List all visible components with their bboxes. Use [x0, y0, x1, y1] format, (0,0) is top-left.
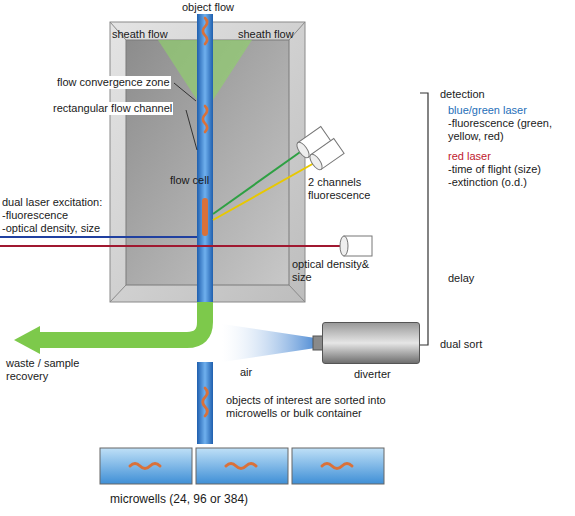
red-detector: [340, 236, 372, 256]
fluorescence-detector: [308, 152, 325, 171]
waste-arrow: [14, 326, 40, 354]
label: flow convergence zone: [56, 76, 171, 89]
label: sheath flow: [238, 28, 294, 41]
label: rectangular flow channel: [52, 102, 173, 115]
object: [203, 388, 208, 416]
node-label: flow cell: [170, 174, 209, 187]
leader-line: [186, 110, 197, 150]
flow-cell: flow cell: [126, 40, 289, 285]
label: -extinction (o.d.): [448, 176, 527, 189]
flow-cell-housing: [289, 285, 305, 302]
flow-cell-housing: [110, 285, 126, 302]
microwells: [100, 448, 192, 484]
flow-tube: [197, 362, 213, 444]
microwells: [130, 464, 160, 469]
label: dual sort: [440, 338, 482, 351]
red-detector: [340, 236, 348, 256]
fluorescence-detector: [295, 140, 312, 159]
label: optical density& size: [292, 258, 387, 284]
label: objects of interest are sorted into micr…: [226, 394, 416, 420]
label: object flow: [180, 1, 236, 14]
bracket: [420, 93, 428, 345]
fluorescence-detector: [308, 139, 345, 172]
red-laser: [0, 245, 340, 247]
object: [202, 198, 208, 236]
label: -time of flight (size): [448, 163, 541, 176]
label: 2 channels fluorescence: [308, 176, 403, 202]
microwells: [196, 448, 288, 484]
label: -optical density, size: [2, 222, 100, 235]
waste-arrow: [38, 302, 205, 340]
node-label: diverter: [354, 368, 391, 381]
label: waste / sample recovery: [6, 357, 101, 383]
microwells: [292, 448, 384, 484]
label: microwells (24, 96 or 384): [110, 493, 248, 506]
label: detection: [440, 88, 485, 101]
label: -fluorescence: [2, 209, 68, 222]
waste-arrow: [14, 302, 205, 354]
label: dual laser excitation:: [2, 196, 102, 209]
yellow-fluorescence: [213, 162, 316, 220]
object: [203, 18, 207, 44]
label: red laser: [448, 150, 491, 163]
bracket: [420, 93, 428, 345]
diverter-box: diverter: [322, 322, 420, 364]
leader-line: [174, 83, 196, 101]
blue-laser: [0, 236, 197, 238]
label: -fluorescence (green, yellow, red): [448, 117, 558, 143]
label: sheath flow: [112, 28, 168, 41]
microwells: [100, 448, 384, 484]
microwells: [322, 464, 352, 469]
label: air: [240, 366, 252, 379]
label: blue/green laser: [448, 104, 527, 117]
microwells: [226, 464, 256, 469]
flow-tube: [197, 14, 213, 310]
air-jet: [222, 324, 322, 362]
object: [203, 106, 207, 132]
label: delay: [448, 272, 474, 285]
green-fluorescence: [213, 150, 303, 214]
